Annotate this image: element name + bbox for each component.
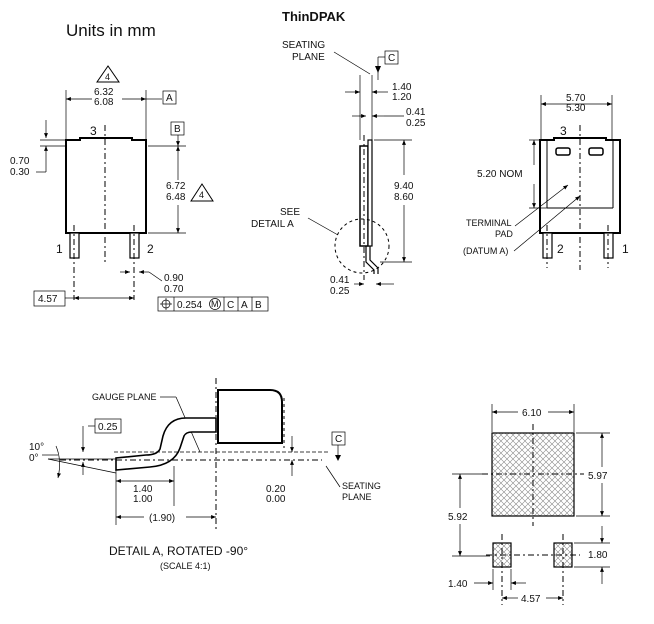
detail-seating-line2: PLANE [342, 492, 372, 502]
top-view: 4 6.32 6.08 A B 3 1 2 0.70 0.30 [10, 65, 269, 312]
position-icon [160, 298, 172, 310]
foot-max: 0.41 [330, 275, 350, 286]
datum-b: B [174, 124, 181, 135]
drawing-title: ThinDPAK [282, 9, 346, 24]
lead-thickness-max: 0.41 [406, 107, 426, 118]
land-pad-width: 1.40 [448, 579, 468, 590]
datum-a-box [162, 90, 177, 105]
angle-min: 0° [29, 453, 39, 464]
thickness-min: 1.20 [392, 92, 412, 103]
detail-package-body [217, 389, 283, 444]
seating-plane-line2: PLANE [292, 52, 325, 63]
datum-a-note: (DATUM A) [463, 246, 508, 256]
tab-min: 0.30 [10, 167, 30, 178]
terminal-pad-line1: TERMINAL [466, 218, 512, 228]
tab-slot-right [588, 147, 604, 156]
foot-min: 0.25 [330, 286, 350, 297]
tab-side [367, 139, 373, 247]
fcf-datum-b: B [255, 300, 262, 311]
foot-length-max: 1.40 [133, 484, 153, 495]
land-pitch: 4.57 [521, 594, 541, 605]
pin-2-label: 2 [147, 242, 154, 256]
height-min: 6.48 [166, 192, 186, 203]
land-pattern: 6.10 5.97 5.92 1.80 1.40 4.57 [448, 404, 610, 605]
bottom-pin-2: 2 [557, 242, 564, 256]
position-tolerance-frame [157, 296, 269, 312]
pin-3-label: 3 [90, 124, 97, 138]
detail-seating-line1: SEATING [342, 481, 381, 491]
tab-max: 0.70 [10, 156, 30, 167]
note-number-2: 4 [199, 190, 204, 200]
gauge-plane-label: GAUGE PLANE [92, 392, 157, 402]
note-number: 4 [105, 72, 110, 82]
foot-length-min: 1.00 [133, 494, 153, 505]
note-triangle-icon [96, 65, 120, 83]
pad-width-min: 5.30 [566, 103, 586, 114]
thickness-max: 1.40 [392, 82, 412, 93]
lead-width-min: 0.70 [164, 284, 184, 295]
height-max: 6.72 [166, 181, 186, 192]
bottom-pin-3: 3 [560, 124, 567, 138]
fcf-datum-c: C [227, 300, 234, 311]
nominal-pad-height: 5.20 NOM [477, 169, 523, 180]
detail-caption: DETAIL A, ROTATED -90° [109, 544, 248, 558]
side-view: SEATING PLANE C 1.40 1.20 0.41 0.25 9.40… [251, 40, 426, 297]
detail-a-view: GAUGE PLANE 0.25 10° 0° C 1.40 1.00 [29, 378, 381, 571]
standoff-min: 0.00 [266, 494, 286, 505]
mmc-icon [209, 298, 221, 310]
pitch: 4.57 [38, 294, 58, 305]
bottom-pin-1: 1 [622, 242, 629, 256]
length-max: 9.40 [394, 181, 414, 192]
reference-length: (1.90) [149, 513, 175, 524]
pin-1-label: 1 [56, 242, 63, 256]
package-body-top [65, 137, 147, 234]
fcf-modifier: M [211, 299, 219, 309]
datum-a: A [166, 93, 173, 104]
length-min: 8.60 [394, 192, 414, 203]
angle-max: 10° [29, 442, 44, 453]
gauge-value: 0.25 [98, 422, 118, 433]
datum-c-box [384, 50, 399, 65]
fcf-datum-a: A [241, 300, 248, 311]
land-pad-height: 1.80 [588, 550, 608, 561]
datum-c: C [388, 53, 395, 64]
lead-width-max: 0.90 [164, 273, 184, 284]
seating-plane-line1: SEATING [282, 40, 325, 51]
detail-datum-c-box [331, 431, 346, 446]
note-triangle-icon-2 [190, 183, 214, 202]
units-label: Units in mm [66, 21, 156, 40]
detail-datum-c: C [335, 434, 342, 445]
land-width: 6.10 [522, 408, 542, 419]
tab-slot-left [555, 147, 571, 156]
width-max: 6.32 [94, 87, 114, 98]
land-span: 5.92 [448, 512, 468, 523]
bottom-view: 5.70 5.30 3 2 1 5.20 NOM TERMINAL PAD (D… [463, 93, 629, 270]
land-height: 5.97 [588, 471, 608, 482]
see-detail-line1: SEE [280, 207, 300, 218]
standoff-max: 0.20 [266, 484, 286, 495]
see-detail-line2: DETAIL A [251, 219, 294, 230]
lead-thickness-min: 0.25 [406, 118, 426, 129]
detail-a-callout [334, 218, 390, 274]
fcf-tolerance: 0.254 [177, 300, 202, 311]
detail-lead [115, 417, 217, 471]
lead-side [365, 246, 379, 274]
pitch-box [33, 290, 66, 307]
terminal-pad-line2: PAD [495, 229, 513, 239]
datum-b-box [170, 121, 185, 136]
detail-scale: (SCALE 4:1) [160, 561, 211, 571]
width-min: 6.08 [94, 97, 114, 108]
pad-width-max: 5.70 [566, 93, 586, 104]
